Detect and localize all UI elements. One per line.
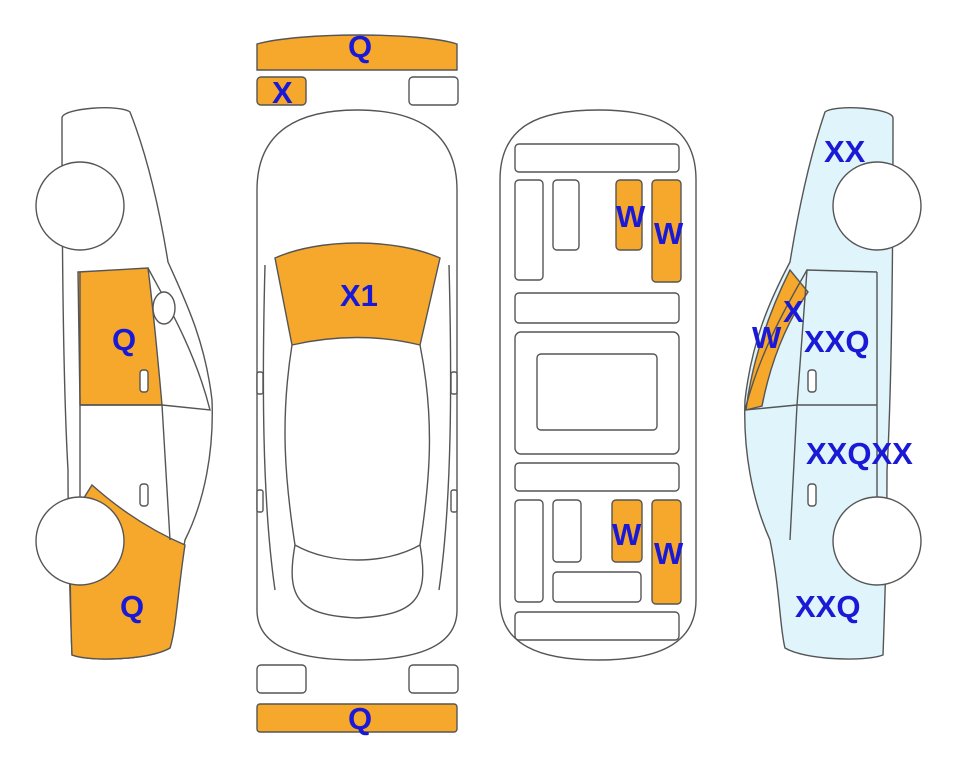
under-rear-bar	[514, 462, 680, 492]
under-front-right-code: W	[654, 216, 684, 251]
under-rear-left-code: W	[612, 517, 642, 552]
left-front-door-code: Q	[112, 322, 136, 357]
rear-bumper-code: Q	[348, 701, 372, 736]
right-rear-handle	[807, 483, 817, 507]
right-side-view: XX X W XXQ XXQXX XXQ	[744, 107, 922, 660]
front-right-light	[408, 76, 459, 106]
under-rear-right-arm[interactable]	[651, 499, 682, 605]
under-rear-left-arm[interactable]	[611, 499, 643, 563]
under-front-left-arm[interactable]	[615, 179, 643, 251]
windshield[interactable]	[274, 242, 441, 346]
top-roof-outline	[284, 344, 431, 561]
under-front-crossmember	[514, 143, 680, 173]
top-left-mirror	[256, 371, 264, 395]
top-right-side-line	[438, 264, 452, 591]
front-left-light[interactable]	[256, 76, 307, 106]
right-side-door-line	[789, 269, 878, 541]
right-a-pillar-panel[interactable]	[745, 268, 809, 411]
rear-bumper[interactable]	[256, 703, 458, 733]
under-rear-left-rail	[514, 499, 544, 603]
right-rear-quarter-code: XXQ	[795, 589, 860, 624]
under-front-left-inner	[552, 179, 580, 251]
right-front-handle	[807, 369, 817, 393]
under-rear-bumper-bar	[514, 611, 680, 641]
top-rear-window	[291, 544, 424, 619]
right-windshield-edge-code: W	[752, 320, 782, 355]
under-rear-crossmember	[552, 571, 642, 603]
under-front-left-code: W	[616, 199, 646, 234]
top-view: Q X X1 Q	[256, 29, 459, 736]
right-front-wheel	[832, 161, 922, 251]
top-left-rear-handle	[256, 489, 264, 513]
top-right-rear-handle	[450, 489, 458, 513]
front-left-light-code: X	[272, 75, 293, 110]
right-front-fender-code: XX	[824, 134, 866, 169]
under-centre-tank	[536, 353, 658, 431]
left-side-window-line	[147, 267, 211, 411]
right-side-window-line	[744, 269, 808, 411]
right-rear-wheel	[832, 496, 922, 586]
underbody-view: W W W W	[499, 109, 697, 661]
top-right-mirror	[450, 371, 458, 395]
top-left-side-line	[262, 264, 276, 591]
rear-left-light	[256, 664, 307, 694]
left-rear-quarter-code: Q	[120, 589, 144, 624]
left-front-handle	[139, 369, 149, 393]
under-front-left-rail	[514, 179, 544, 281]
left-mirror	[152, 291, 176, 325]
under-mid-bar	[514, 292, 680, 324]
right-rear-door-code: XXQXX	[806, 436, 913, 471]
front-bumper[interactable]	[256, 34, 458, 71]
left-front-wheel	[35, 161, 125, 251]
left-rear-handle	[139, 483, 149, 507]
under-rear-left-inner	[552, 499, 582, 563]
left-rear-wheel	[35, 496, 125, 586]
front-bumper-code: Q	[348, 29, 372, 64]
under-rear-right-code: W	[654, 536, 684, 571]
windshield-code: X1	[340, 278, 378, 313]
right-front-door-code: XXQ	[804, 324, 869, 359]
left-side-view: Q Q	[35, 107, 213, 660]
right-a-pillar-code: X	[783, 294, 804, 329]
under-front-right-arm[interactable]	[651, 179, 682, 283]
rear-right-light	[408, 664, 459, 694]
